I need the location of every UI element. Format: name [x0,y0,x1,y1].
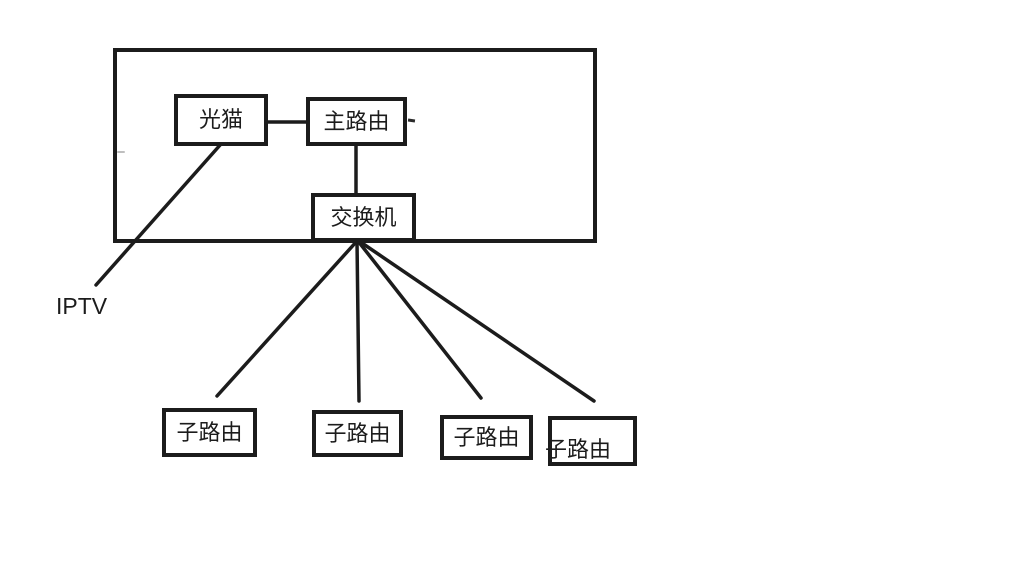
link-modem-iptv [94,142,223,287]
node-sub-router-1-label: 子路由 [176,419,243,445]
node-sub-router-3: 子路由 [440,415,533,460]
link-switch-subrouter-2 [355,239,361,403]
link-switch-subrouter-4 [357,239,596,403]
node-sub-router-4: 子路由 [545,416,637,466]
link-switch-subrouter-1 [215,239,359,398]
node-sub-router-2: 子路由 [312,410,403,457]
node-sub-router-1: 子路由 [162,408,257,457]
node-modem: 光猫 [174,94,268,146]
node-sub-router-3-label: 子路由 [453,424,520,450]
node-modem-label: 光猫 [198,107,243,132]
iptv-label: IPTV [56,293,108,319]
node-sub-router-4-label: 子路由 [545,437,612,462]
node-main-router: 主路由 [306,97,407,146]
node-main-router-label: 主路由 [323,108,390,134]
node-switch-label: 交换机 [330,204,397,230]
node-switch: 交换机 [311,193,416,242]
node-sub-router-2-label: 子路由 [324,420,391,446]
link-switch-subrouter-3 [356,239,483,400]
stray-mark [117,151,125,153]
